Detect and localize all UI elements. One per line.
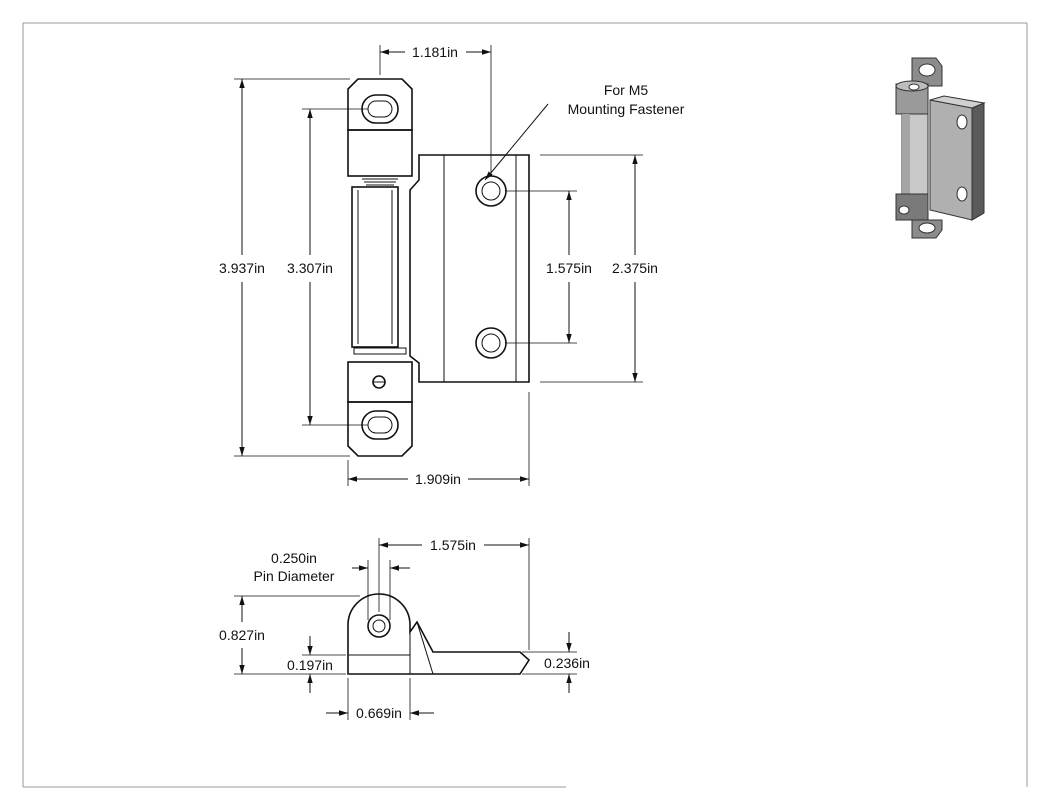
- dim-1575-front: 1.575in: [505, 190, 592, 344]
- fastener-callout: For M5 Mounting Fastener: [484, 82, 685, 181]
- dim-label-sub: Pin Diameter: [254, 568, 335, 584]
- dim-0669: 0.669in: [326, 678, 434, 721]
- callout-line2: Mounting Fastener: [568, 101, 685, 117]
- dim-label: 2.375in: [612, 260, 658, 276]
- dim-label: 1.575in: [546, 260, 592, 276]
- dim-label: 0.250in: [271, 550, 317, 566]
- dim-1181: 1.181in: [379, 44, 492, 176]
- dim-2375: 2.375in: [540, 154, 658, 383]
- dim-3937: 3.937in: [219, 78, 350, 457]
- hinge-side-view: [347, 593, 531, 675]
- dim-0236: 0.236in: [522, 632, 590, 693]
- dim-0197: 0.197in: [287, 636, 346, 693]
- dim-label: 3.307in: [287, 260, 333, 276]
- dim-label: 1.909in: [415, 471, 461, 487]
- dim-label: 0.197in: [287, 657, 333, 673]
- dim-1575-side: 1.575in: [378, 537, 530, 650]
- hinge-front-view: [347, 78, 530, 457]
- callout-line1: For M5: [604, 82, 649, 98]
- dim-label: 0.236in: [544, 655, 590, 671]
- hinge-isometric-view: [895, 57, 986, 239]
- dim-label: 3.937in: [219, 260, 265, 276]
- dim-label: 0.669in: [356, 705, 402, 721]
- dim-label: 1.181in: [412, 44, 458, 60]
- sheet-frame: [22, 22, 1028, 788]
- dim-3307: 3.307in: [287, 108, 368, 426]
- dim-1909: 1.909in: [347, 392, 530, 487]
- dim-label: 1.575in: [430, 537, 476, 553]
- dim-pin-diameter: 0.250in Pin Diameter: [254, 550, 410, 620]
- dim-label: 0.827in: [219, 627, 265, 643]
- dim-0827: 0.827in: [219, 595, 360, 675]
